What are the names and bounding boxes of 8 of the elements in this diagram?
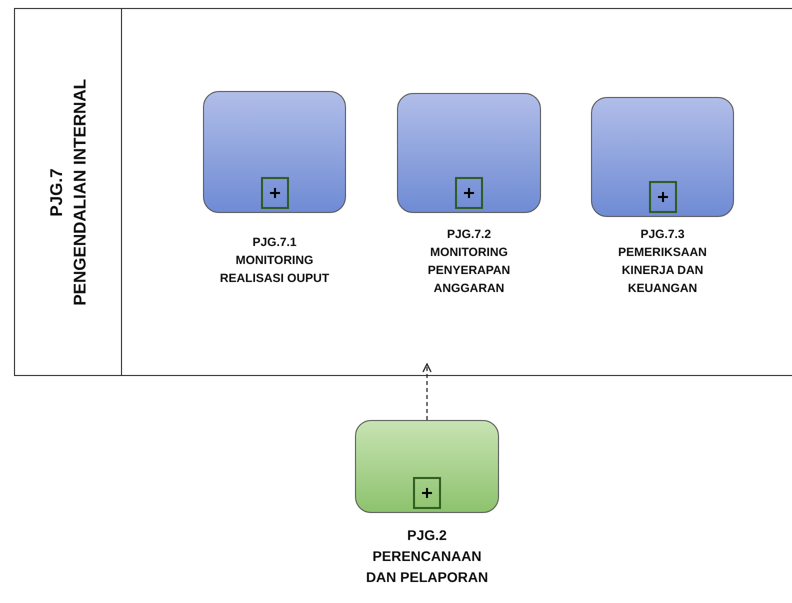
subprocess-label: PJG.7.1 MONITORING REALISASI OUPUT: [220, 234, 330, 287]
pool-title: PENGENDALIAN INTERNAL: [69, 78, 90, 306]
subprocess-label: PJG.7.3 PEMERIKSAAN KINERJA DAN KEUANGAN: [617, 226, 708, 297]
subprocess-label: PJG.7.2 MONITORING PENYERAPAN ANGGARAN: [426, 226, 512, 297]
arrow: [422, 363, 432, 420]
swimlane-pool: [14, 8, 792, 376]
pool-title: PJG.7: [46, 168, 67, 216]
subprocess-label: PJG.2 PERENCANAAN DAN PELAPORAN: [364, 526, 490, 587]
